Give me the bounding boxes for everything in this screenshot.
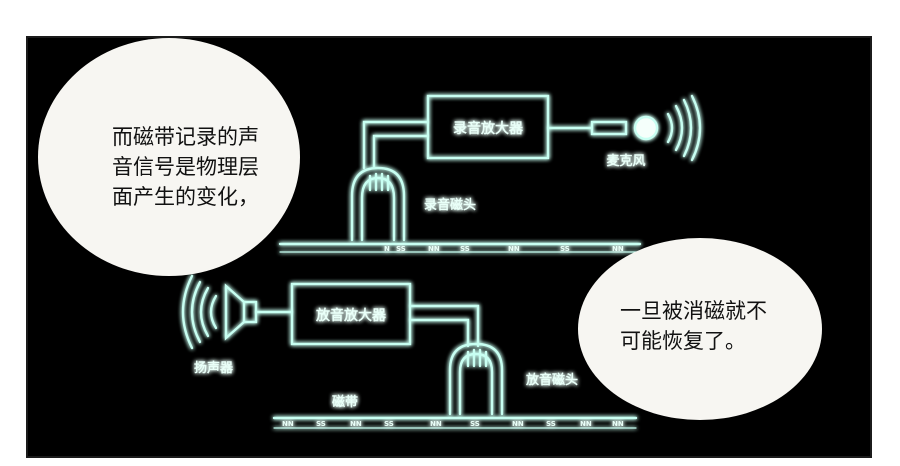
tape-mark: NN (430, 420, 442, 428)
speaker-label: 扬声器 (194, 360, 234, 376)
play-amp-label: 放音放大器 (315, 307, 387, 324)
tape-mark: NN (282, 420, 294, 428)
tape-mark: NN (512, 420, 524, 428)
bubble-text-line: 而磁带记录的声 (112, 125, 259, 149)
tape-mark: SS (546, 420, 556, 428)
tape-mark: NN (508, 245, 520, 253)
microphone-label: 麦克风 (606, 153, 645, 169)
sound-waves-right-icon (666, 94, 702, 162)
record-head-wire-b (372, 134, 430, 170)
tape-mark: SS (470, 420, 480, 428)
sound-waves-left-icon (181, 274, 218, 350)
record-amp-label: 录音放大器 (453, 120, 524, 137)
tape-mark: SS (384, 420, 394, 428)
play-amplifier-box (290, 282, 412, 346)
tape-mark: SS (316, 420, 326, 428)
record-head (350, 166, 406, 242)
tape-mark: SS (460, 245, 470, 253)
tape-mark: SS (560, 245, 570, 253)
speech-bubble-left: 而磁带记录的声 音信号是物理层 面产生的变化， (38, 38, 300, 276)
lower-tape-marks: NN SS NN SS NN SS NN SS NN NN (282, 420, 624, 428)
tape-mark: NN (612, 420, 624, 428)
speaker-body (242, 300, 258, 324)
tape-mark: NN (580, 420, 592, 428)
microphone-body (590, 120, 628, 136)
record-head-label: 录音磁头 (424, 197, 476, 213)
tape-mark: NN (350, 420, 362, 428)
speaker-cone (224, 283, 246, 341)
speech-bubble-right: 一旦被消磁就不 可能恢复了。 (578, 238, 822, 420)
play-head (448, 342, 504, 416)
microphone-icon (633, 115, 659, 141)
play-head-wire-a (408, 304, 480, 348)
play-head-label: 放音磁头 (525, 372, 578, 388)
tape-mark: NN (428, 245, 440, 253)
tape-mark: N (384, 245, 390, 253)
upper-tape-marks: N SS NN SS NN SS NN (384, 245, 624, 253)
play-head-wire-b (408, 318, 470, 348)
bubble-text-line: 音信号是物理层 (112, 155, 259, 179)
bubble-text-line: 面产生的变化， (112, 185, 259, 209)
tape-mark: SS (396, 245, 406, 253)
record-head-wire-a (362, 120, 430, 170)
bubble-text-line: 一旦被消磁就不 (620, 299, 767, 323)
bubble-text-line: 可能恢复了。 (620, 329, 746, 353)
tape-mark: NN (612, 245, 624, 253)
tape-label: 磁带 (332, 394, 358, 410)
